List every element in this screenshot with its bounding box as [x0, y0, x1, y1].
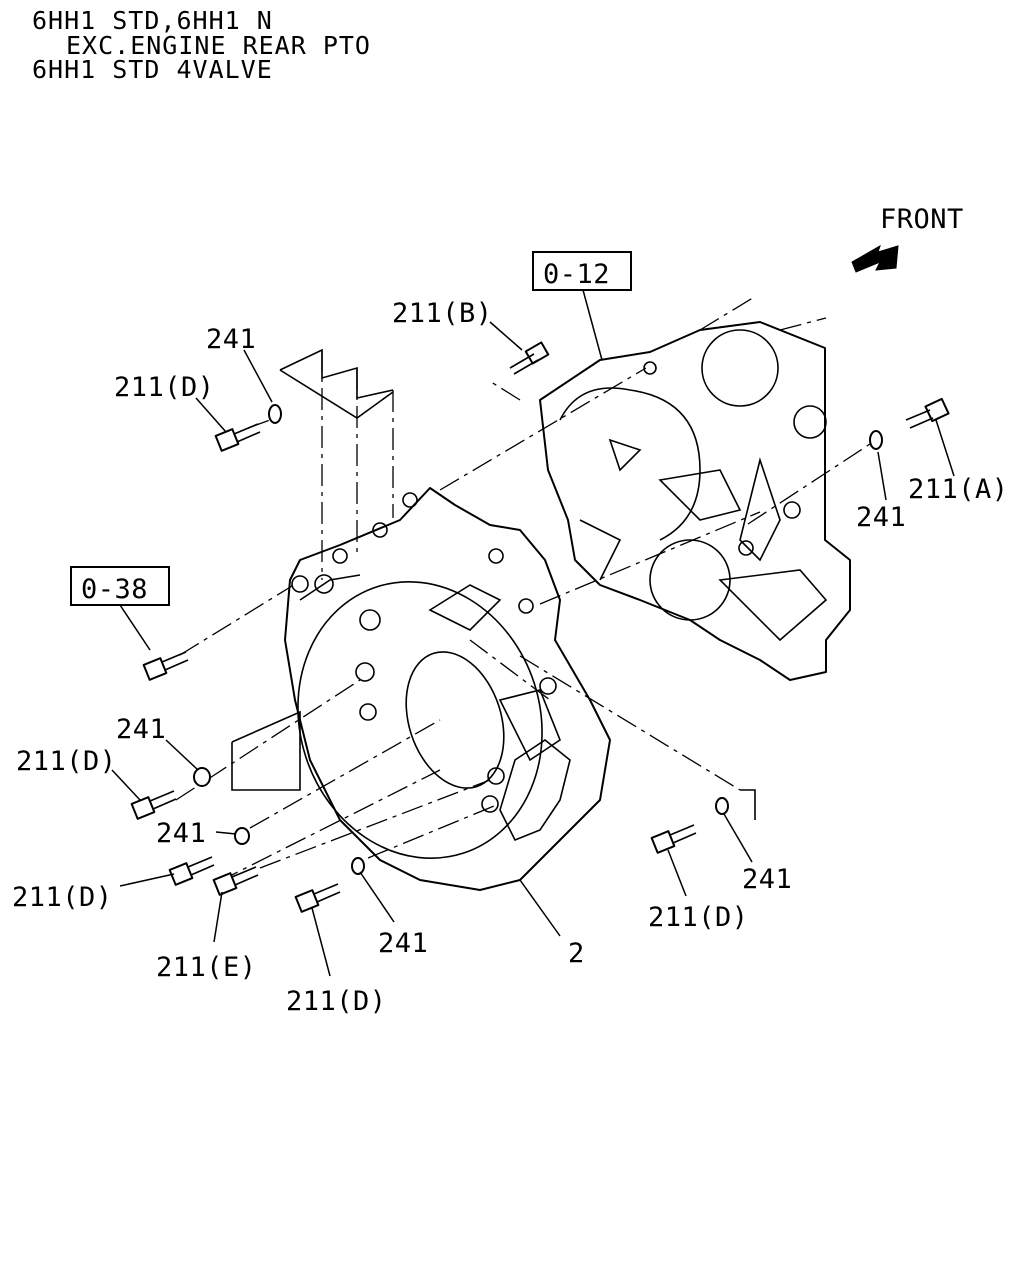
label-241-left-2: 241 [156, 818, 206, 849]
header-line-2: EXC.ENGINE REAR PTO [66, 31, 371, 60]
bolt-211d-right [650, 824, 697, 854]
washer-right [869, 430, 883, 450]
bolt-flywheel [142, 651, 189, 681]
bolt-211d-left-2 [168, 856, 215, 886]
bolt-211e [212, 866, 259, 896]
cylinder-block [539, 295, 851, 681]
bolt-211a [905, 397, 950, 429]
bolt-211d-upper [214, 423, 261, 452]
washer-left-2 [234, 827, 250, 845]
ref-box-block [532, 251, 632, 291]
ref-box-flywheel [70, 566, 170, 606]
washer-bottom [351, 857, 365, 875]
label-211b: 211(B) [392, 298, 493, 329]
ref-flywheel-leader [119, 604, 151, 651]
bolt-211b [509, 341, 550, 375]
label-241-right: 241 [856, 502, 906, 533]
label-241-bottom: 241 [378, 928, 428, 959]
washer-upper [268, 404, 282, 424]
bolt-211d-bottom [294, 883, 341, 913]
label-211d-left-1: 211(D) [16, 746, 117, 777]
label-211d-left-2: 211(D) [12, 882, 113, 913]
label-part-2: 2 [568, 938, 585, 969]
label-241-lower-right: 241 [742, 864, 792, 895]
label-211d-right: 211(D) [648, 902, 749, 933]
assembly-lines [175, 348, 871, 883]
label-211a: 211(A) [908, 474, 1009, 505]
ref-block-leader [582, 289, 603, 361]
bolt-211d-left-1 [130, 790, 177, 820]
label-241-left-1: 241 [116, 714, 166, 745]
flywheel-housing [284, 487, 611, 891]
front-arrow-icon [851, 244, 899, 273]
ref-block-label: 0-12 [543, 259, 610, 290]
header-line-1: 6HH1 STD,6HH1 N [32, 6, 273, 35]
washer-left-1 [193, 767, 211, 787]
label-211e: 211(E) [156, 952, 257, 983]
washer-lower-right [715, 797, 729, 815]
label-211d-upper: 211(D) [114, 372, 215, 403]
front-label: FRONT [880, 204, 964, 235]
label-241-upper: 241 [206, 324, 256, 355]
callout-leaders [111, 321, 955, 977]
label-211d-bottom: 211(D) [286, 986, 387, 1017]
header-line-3: 6HH1 STD 4VALVE [32, 55, 273, 84]
ref-flywheel-label: 0-38 [81, 574, 148, 605]
